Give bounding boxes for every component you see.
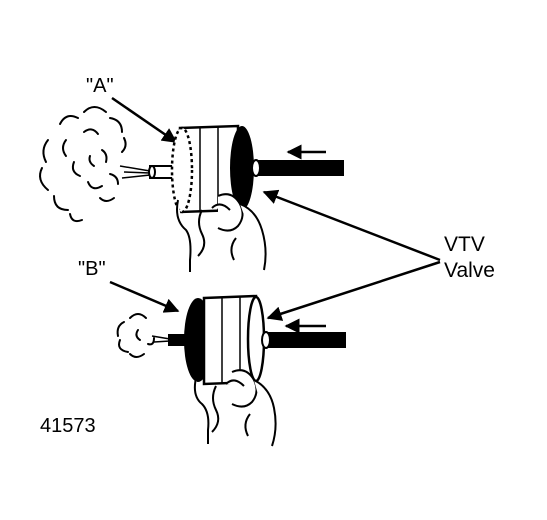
hand-b [193, 369, 277, 447]
figure-number: 41573 [40, 415, 96, 437]
valve-assembly-a [39, 106, 344, 272]
label-valve: Valve [444, 259, 495, 282]
hand-a [176, 193, 267, 272]
leader-arrows [109, 96, 441, 321]
air-cloud-small [116, 313, 155, 358]
arrow-b [109, 280, 180, 313]
air-cloud-large [39, 106, 127, 223]
arrow-valve-bottom [266, 260, 441, 321]
label-a: "A" [86, 75, 114, 97]
label-b: "B" [78, 258, 106, 280]
arrow-a [111, 96, 178, 144]
label-vtv: VTV [444, 233, 485, 256]
valve-assembly-b [116, 294, 346, 447]
arrow-valve-top [262, 189, 441, 262]
